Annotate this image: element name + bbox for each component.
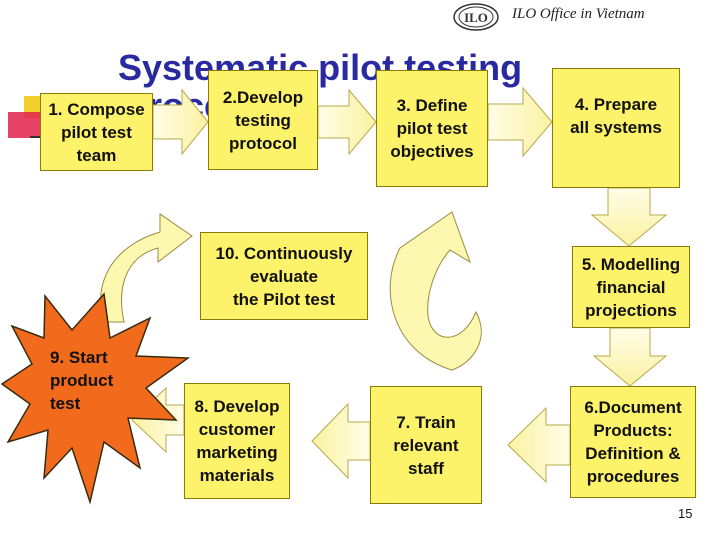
step-2-box: 2.Develop testing protocol [208, 70, 318, 170]
org-name: ILO Office in Vietnam [512, 6, 645, 22]
step-9-label: 9. Start product test [50, 348, 114, 413]
curved-arrow-left [100, 213, 193, 323]
arrow-3-to-4 [487, 86, 553, 158]
step-7-box: 7. Train relevant staff [370, 386, 482, 504]
step-1-box: 1. Compose pilot test team [40, 93, 153, 171]
arrow-7-to-8 [311, 402, 371, 480]
arrow-4-to-5 [590, 187, 668, 247]
svg-text:ILO: ILO [464, 10, 488, 25]
arrow-2-to-3 [317, 88, 377, 156]
ilo-logo-icon: ILO [452, 2, 500, 32]
starburst-9 [0, 292, 191, 505]
step-10-box: 10. Continuously evaluate the Pilot test [200, 232, 368, 320]
arrow-6-to-7 [507, 406, 571, 484]
page-number: 15 [678, 506, 693, 521]
step-6-box: 6.Document Products: Definition & proced… [570, 386, 696, 498]
arrow-1-to-2 [152, 88, 209, 156]
step-3-box: 3. Define pilot test objectives [376, 70, 488, 187]
step-5-box: 5. Modelling financial projections [572, 246, 690, 328]
step-8-box: 8. Develop customer marketing materials [184, 383, 290, 499]
step-4-box: 4. Prepare all systems [552, 68, 680, 188]
title-decor-red [8, 112, 44, 138]
arrow-5-to-6 [592, 327, 668, 387]
curved-arrow-right [389, 211, 482, 371]
